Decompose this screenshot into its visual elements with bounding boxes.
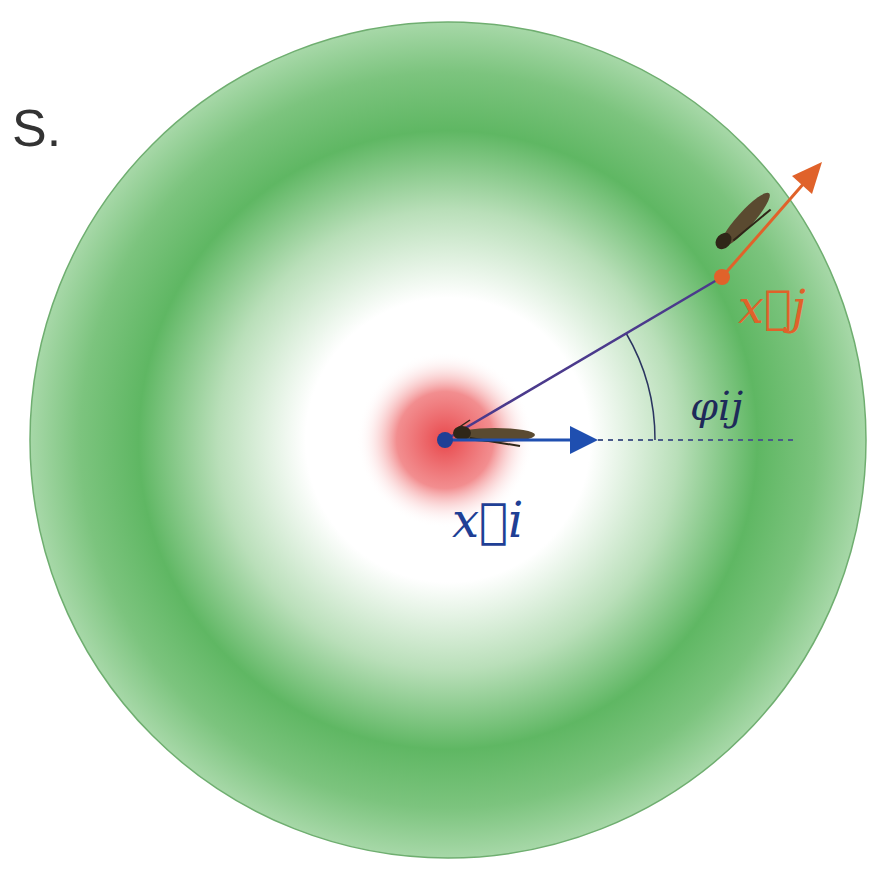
heading-arrow-i: [445, 439, 572, 442]
heading-arrow-j: [722, 182, 805, 277]
arrow-head-j: [792, 162, 822, 194]
heading-extension: [598, 439, 795, 441]
locust-i: [453, 420, 535, 446]
angle-label: φij: [690, 384, 743, 428]
angle-arc: [626, 333, 655, 440]
position-label: x⃗i: [452, 494, 523, 547]
interaction-ring: [30, 22, 866, 858]
arrow-head-i: [570, 426, 598, 454]
position-dot-j: [714, 269, 730, 285]
cut-off-text: S.: [12, 100, 61, 157]
distance-line: [445, 277, 722, 440]
position-label: x⃗j: [738, 282, 806, 333]
position-dot-i: [437, 432, 453, 448]
